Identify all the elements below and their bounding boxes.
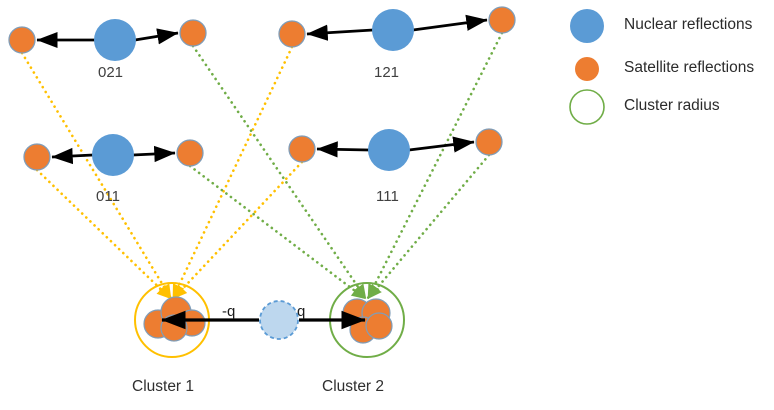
reflection-shapes (8, 6, 516, 176)
legend-nuclear-label: Nuclear reflections (624, 16, 753, 33)
nuclear-021 (94, 19, 136, 61)
satellite-left-021 (8, 26, 36, 54)
satellite-right-111 (475, 128, 503, 156)
connectors-to-cluster-2 (188, 31, 504, 301)
reflection-label-021: 021 (98, 64, 124, 81)
legend-cluster-radius-label: Cluster radius (624, 97, 720, 114)
legend-cluster-radius-marker (569, 89, 605, 125)
cluster-1-label: Cluster 1 (132, 378, 195, 395)
legend-nuclear-marker (570, 9, 604, 43)
arrow-121-to-left-satellite (306, 24, 374, 41)
cluster-2-label: Cluster 2 (322, 378, 385, 395)
satellite-right-121 (488, 6, 516, 34)
legend-satellite-label: Satellite reflections (624, 59, 755, 76)
satellite-right-011 (176, 139, 204, 167)
arrow-111-to-right-satellite (408, 136, 475, 153)
satellite-left-121 (278, 20, 306, 48)
reflection-label-011: 011 (96, 188, 120, 205)
center-nuclear-node (259, 300, 299, 340)
legend-satellite-marker (575, 57, 599, 81)
satellite-right-021 (179, 19, 207, 47)
connector-to-cluster-2-2 (366, 31, 504, 300)
connector-to-cluster-2-0 (191, 44, 368, 300)
connector-to-cluster-2-1 (188, 164, 367, 301)
connector-to-cluster-1-0 (20, 51, 173, 300)
connector-to-cluster-1-1 (35, 168, 172, 300)
arrow-021-to-right-satellite (134, 28, 179, 45)
reflection-label-121: 121 (374, 64, 400, 81)
arrow-111-to-left-satellite (316, 141, 370, 158)
satellite-left-111 (288, 135, 316, 163)
nuclear-111 (368, 129, 410, 171)
connectors-to-cluster-1 (20, 45, 304, 300)
nuclear-011 (92, 134, 134, 176)
q-label-minus: -q (222, 303, 236, 320)
reflection-label-111: 111 (376, 188, 399, 205)
cluster-shapes (134, 282, 405, 358)
connector-to-cluster-1-2 (171, 45, 294, 300)
satellite-left-011 (23, 143, 51, 171)
arrow-121-to-right-satellite (412, 14, 488, 32)
cluster-2-satellite-dot-3 (365, 312, 393, 340)
legend-marker-shapes (569, 9, 605, 125)
arrow-011-to-right-satellite (132, 145, 176, 163)
nuclear-121 (372, 9, 414, 51)
arrow-011-to-left-satellite (51, 147, 94, 165)
q-label-plus: q (297, 303, 306, 320)
